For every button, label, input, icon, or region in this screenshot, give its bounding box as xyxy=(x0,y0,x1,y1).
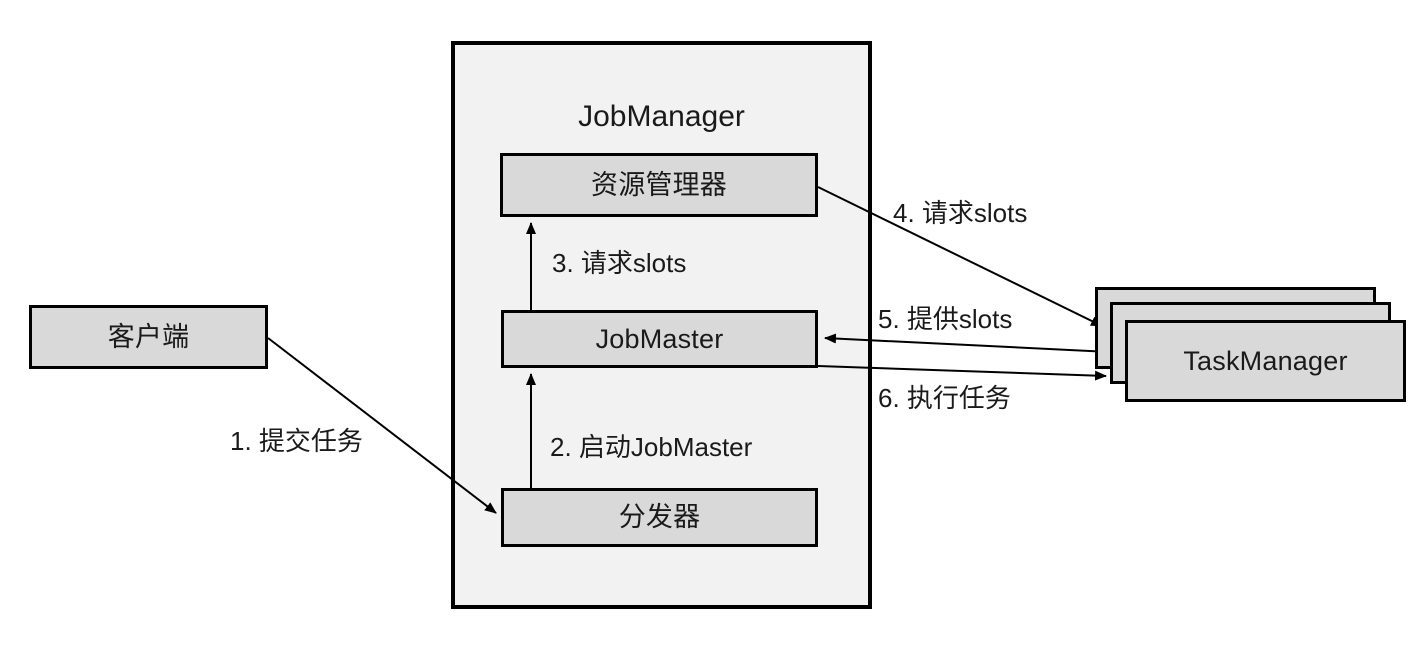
node-client[interactable]: 客户端 xyxy=(29,305,268,369)
jobmanager-title: JobManager xyxy=(578,100,745,133)
edge-label-1: 1. 提交任务 xyxy=(230,426,363,456)
edge-label-5: 5. 提供slots xyxy=(878,304,1013,334)
edge-label-4: 4. 请求slots xyxy=(893,198,1028,228)
edge-label-6: 6. 执行任务 xyxy=(878,383,1011,413)
edge-label-2: 2. 启动JobMaster xyxy=(550,432,753,462)
edge-label-3: 3. 请求slots xyxy=(552,248,687,278)
node-taskmanager[interactable]: TaskManager xyxy=(1125,320,1406,402)
node-dispatcher[interactable]: 分发器 xyxy=(501,488,818,547)
node-jobmaster[interactable]: JobMaster xyxy=(501,310,818,368)
node-resource-manager[interactable]: 资源管理器 xyxy=(500,153,818,217)
